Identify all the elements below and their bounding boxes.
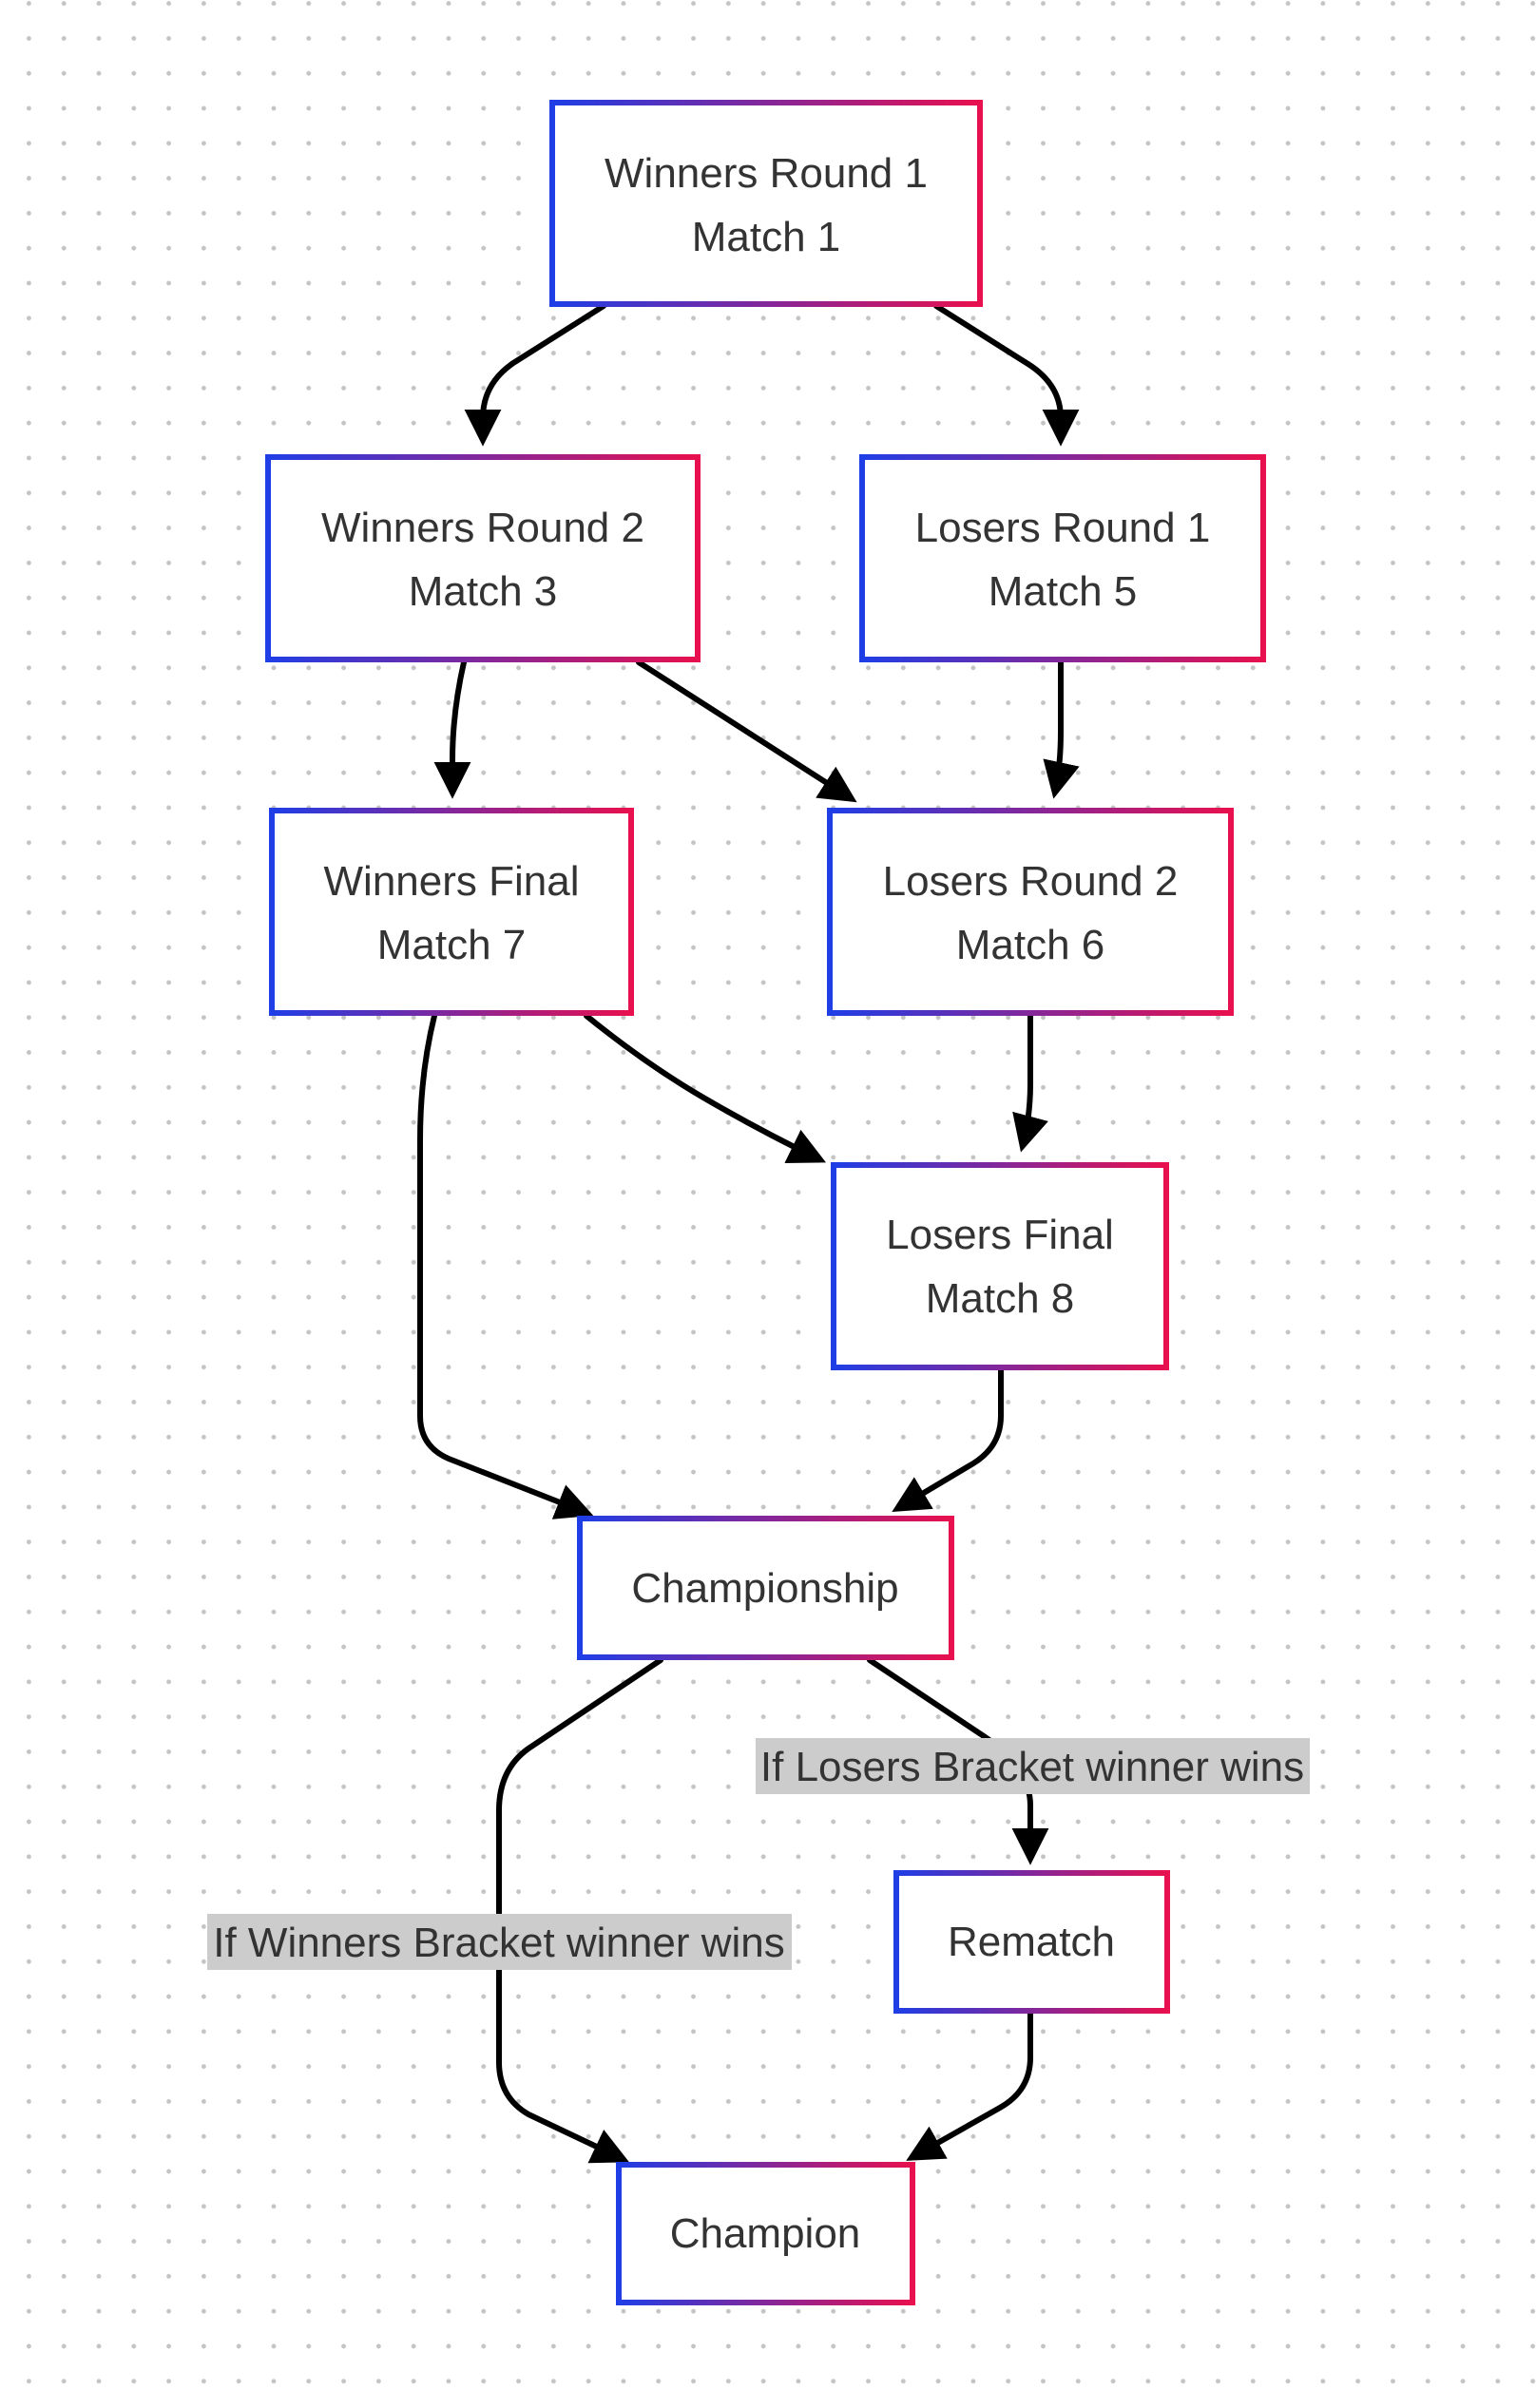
edge-label-winners-wins: If Winners Bracket winner wins xyxy=(207,1914,792,1970)
node-losers-final-match: Match 8 xyxy=(926,1275,1075,1322)
node-championship-title: Championship xyxy=(631,1565,898,1612)
edges xyxy=(417,303,1080,2164)
node-winners-round-2: Winners Round 2 Match 3 xyxy=(265,454,701,662)
edge-lr2-to-lf xyxy=(1012,1013,1048,1153)
node-losers-final: Losers Final Match 8 xyxy=(831,1162,1169,1370)
node-losers-round-2-title: Losers Round 2 xyxy=(883,858,1179,905)
edge-wr1-to-wr2 xyxy=(464,303,606,447)
node-rematch-title: Rematch xyxy=(948,1919,1115,1965)
node-losers-round-2-match: Match 6 xyxy=(956,922,1105,968)
edge-label-losers-wins-text: If Losers Bracket winner wins xyxy=(760,1744,1304,1790)
node-winners-round-1-match: Match 1 xyxy=(692,214,841,260)
node-winners-round-1: Winners Round 1 Match 1 xyxy=(549,100,983,307)
edge-wr2-to-lr2 xyxy=(636,659,857,803)
node-champion: Champion xyxy=(616,2162,915,2305)
node-losers-round-2: Losers Round 2 Match 6 xyxy=(827,808,1234,1016)
edge-lr1-to-lr2 xyxy=(1043,659,1080,799)
edge-lf-to-championship xyxy=(892,1367,1004,1512)
node-winners-round-2-title: Winners Round 2 xyxy=(321,505,644,551)
node-champion-title: Champion xyxy=(670,2210,861,2257)
edge-wf-to-championship xyxy=(417,1013,594,1519)
edge-rematch-to-champion xyxy=(906,2010,1033,2161)
node-winners-round-2-match: Match 3 xyxy=(409,568,558,615)
node-championship: Championship xyxy=(577,1516,954,1660)
node-winners-final: Winners Final Match 7 xyxy=(269,808,634,1016)
edge-label-losers-wins: If Losers Bracket winner wins xyxy=(756,1738,1310,1794)
node-losers-round-1-title: Losers Round 1 xyxy=(915,505,1211,551)
edge-wr1-to-lr1 xyxy=(933,303,1080,447)
node-rematch: Rematch xyxy=(893,1870,1170,2014)
node-losers-round-1-match: Match 5 xyxy=(989,568,1138,615)
edge-championship-to-champion xyxy=(496,1657,663,2164)
edge-wf-to-lf xyxy=(584,1013,827,1163)
node-losers-round-1: Losers Round 1 Match 5 xyxy=(859,454,1266,662)
node-winners-final-match: Match 7 xyxy=(377,922,527,968)
node-winners-final-title: Winners Final xyxy=(324,858,580,905)
node-losers-final-title: Losers Final xyxy=(886,1212,1114,1258)
edge-wr2-to-wf xyxy=(433,659,471,799)
node-winners-round-1-title: Winners Round 1 xyxy=(605,150,928,197)
edge-label-winners-wins-text: If Winners Bracket winner wins xyxy=(213,1920,785,1966)
